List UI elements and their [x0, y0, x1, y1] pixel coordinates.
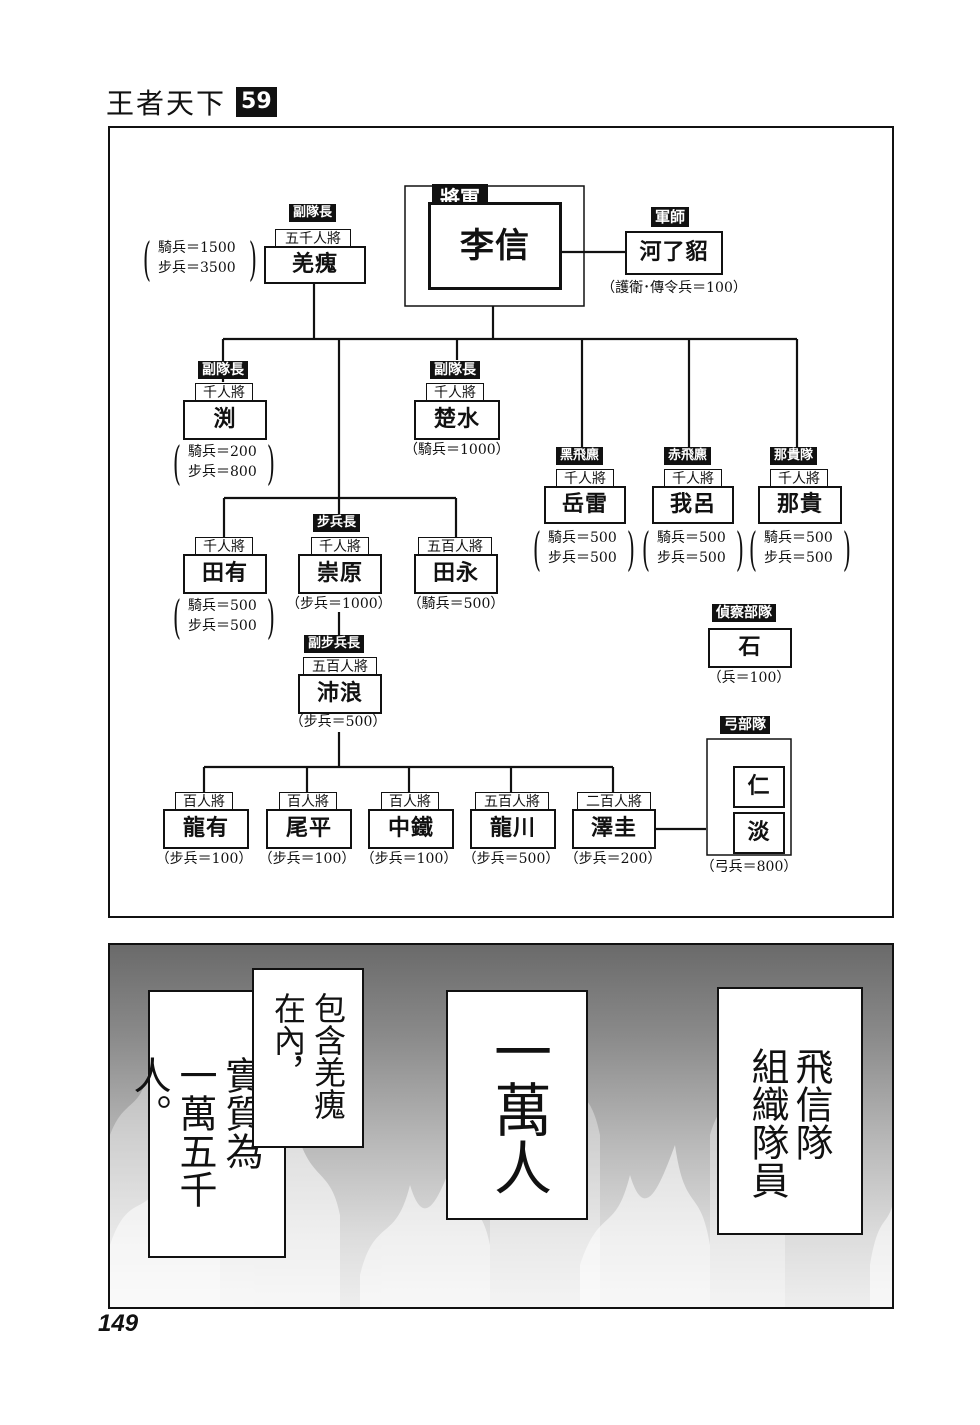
org-chart-frame: [108, 126, 894, 918]
tianyong-troops: （騎兵＝500）: [407, 596, 505, 612]
squad-rank: 百人將: [175, 792, 233, 812]
squad-troops: （步兵＝100）: [360, 851, 458, 867]
wolu-troops-cavalry: 騎兵＝500: [657, 530, 726, 546]
qiang-troops-cavalry: 騎兵＝1500: [158, 240, 236, 256]
speech-bubble-1a: 包含羌瘣 在內，: [252, 968, 364, 1148]
nagui-troops-cavalry: 騎兵＝500: [764, 530, 833, 546]
qiang-name: 羌瘣: [264, 246, 366, 284]
tianyou-troops-infantry: 步兵＝500: [188, 618, 257, 634]
squad-name: 尾平: [266, 809, 352, 849]
chushui-tag: 副隊長: [430, 361, 480, 379]
chushui-name: 楚水: [414, 400, 500, 440]
squad-rank: 五百人將: [475, 792, 549, 812]
tianyou-troops-cavalry: 騎兵＝500: [188, 598, 257, 614]
yuelei-rank: 千人將: [556, 469, 614, 489]
squad-troops: （步兵＝100）: [155, 851, 253, 867]
peilang-name: 沛浪: [298, 674, 382, 714]
bubble3-col2: 組織隊員: [745, 1047, 789, 1199]
yuan-troops: ( 騎兵＝200 步兵＝800 ): [172, 436, 276, 490]
bubble2-text: 一萬人: [484, 1022, 552, 1196]
tianyong-rank: 五百人將: [418, 537, 492, 557]
peilang-troops: （步兵＝500）: [289, 714, 387, 730]
wolu-tag: 赤飛麃: [664, 447, 712, 465]
qiang-troops-infantry: 步兵＝3500: [158, 260, 236, 276]
volume-badge: 59: [236, 87, 277, 117]
qiang-rank: 五千人將: [275, 229, 351, 249]
yuan-troops-cavalry: 騎兵＝200: [188, 444, 257, 460]
nagui-tag: 那貴隊: [770, 447, 818, 465]
nagui-troops: ( 騎兵＝500 步兵＝500 ): [748, 522, 852, 576]
scout-name: 石: [708, 628, 792, 668]
squad-name: 中鐵: [368, 809, 454, 849]
qiang-troops: ( 騎兵＝1500 步兵＝3500 ): [142, 232, 258, 286]
nagui-rank: 千人將: [770, 469, 828, 489]
scout-troops: （兵＝100）: [707, 670, 791, 686]
bow-name-dan: 淡: [733, 812, 785, 854]
tianyou-name: 田有: [183, 554, 267, 594]
strategist-tag: 軍師: [651, 207, 690, 227]
series-title: 王者天下: [106, 87, 227, 120]
yuelei-name: 岳雷: [544, 486, 626, 524]
strategist-troops: （護衛･傳令兵＝100）: [601, 280, 747, 296]
squad-troops: （步兵＝200）: [564, 851, 662, 867]
tianyong-name: 田永: [414, 554, 498, 594]
yuelei-troops: ( 騎兵＝500 步兵＝500 ): [532, 522, 636, 576]
chongyuan-troops: （步兵＝1000）: [286, 596, 392, 612]
bow-tag: 弓部隊: [720, 716, 770, 734]
yuan-troops-infantry: 步兵＝800: [188, 464, 257, 480]
yuan-tag: 副隊長: [198, 361, 248, 379]
squad-rank: 百人將: [279, 792, 337, 812]
squad-troops: （步兵＝100）: [258, 851, 356, 867]
chongyuan-name: 崇原: [298, 554, 382, 594]
squad-name: 龍川: [470, 809, 556, 849]
bubble1-col2: 在內，: [269, 992, 307, 1088]
squad-name: 澤圭: [572, 809, 656, 849]
bow-troops: （弓兵＝800）: [700, 859, 798, 875]
tianyou-troops: ( 騎兵＝500 步兵＝500 ): [172, 590, 276, 644]
page-header: 王者天下 59: [106, 82, 277, 122]
bubble1-col1: 包含羌瘣: [309, 992, 347, 1120]
wolu-troops-infantry: 步兵＝500: [657, 550, 726, 566]
bubble1-col4: 一萬五千人。: [127, 1056, 217, 1208]
bow-name-ren: 仁: [733, 766, 785, 808]
wolu-troops: ( 騎兵＝500 步兵＝500 ): [641, 522, 745, 576]
yuelei-tag: 黑飛麃: [556, 447, 604, 465]
general-name: 李信: [428, 202, 562, 290]
page-number: 149: [98, 1310, 139, 1337]
speech-bubble-2: 一萬人: [446, 990, 588, 1220]
nagui-name: 那貴: [758, 486, 842, 524]
scout-tag: 偵察部隊: [712, 604, 776, 622]
chongyuan-tag: 步兵長: [313, 514, 361, 532]
speech-bubble-3: 飛信隊 組織隊員: [717, 987, 863, 1235]
yuelei-troops-cavalry: 騎兵＝500: [548, 530, 617, 546]
strategist-name: 河了貂: [625, 231, 723, 275]
yuelei-troops-infantry: 步兵＝500: [548, 550, 617, 566]
chushui-troops: （騎兵＝1000）: [404, 442, 510, 458]
nagui-troops-infantry: 步兵＝500: [764, 550, 833, 566]
squad-troops: （步兵＝500）: [462, 851, 560, 867]
qiang-tag: 副隊長: [289, 204, 337, 222]
yuan-name: 渕: [183, 400, 267, 440]
wolu-name: 我呂: [652, 486, 734, 524]
peilang-tag: 副步兵長: [304, 635, 365, 653]
bubble3-col1: 飛信隊: [789, 1047, 833, 1161]
squad-name: 龍有: [163, 809, 249, 849]
